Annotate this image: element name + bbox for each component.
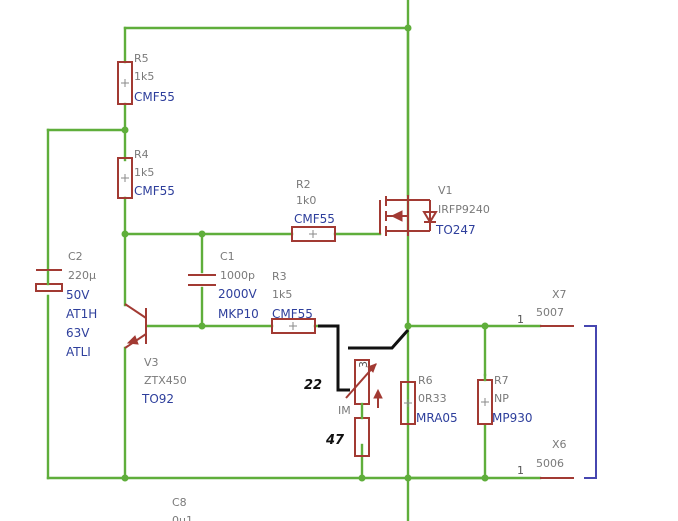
r4-name: R4 [134, 148, 149, 161]
resistor-r5-body [117, 61, 133, 105]
c2-voltage2: 63V [66, 326, 90, 340]
connector-x7[interactable]: 1 X7 5007 [517, 288, 574, 327]
c2-package2: ATLI [66, 345, 91, 359]
x7-pin-number: 1 [517, 313, 524, 326]
junction [481, 474, 489, 482]
mosfet-v1[interactable]: V1 IRFP9240 TO247 [379, 184, 490, 237]
junction [121, 230, 129, 238]
junctions [121, 24, 489, 482]
resistor-r6-body [400, 381, 416, 425]
annotation-upper: 22 [304, 378, 322, 393]
v1-name: V1 [438, 184, 453, 197]
capacitor-c1[interactable]: C1 1000p 2000V MKP10 [188, 250, 259, 321]
c8-name: C8 [172, 496, 187, 509]
c8-value: 0u1 [172, 514, 193, 521]
v1-package: TO247 [435, 223, 476, 237]
resistor-r2-body [291, 226, 336, 242]
x6-value: 5006 [536, 457, 564, 470]
v1-arrow-icon [390, 210, 403, 222]
connector-x6[interactable]: 1 X6 5006 [517, 438, 574, 479]
x7-name: X7 [552, 288, 567, 301]
trimmer-potentiometer[interactable]: 3 IM [338, 359, 383, 417]
junction [121, 126, 129, 134]
annotation-lower: 47 [325, 433, 345, 448]
r6-value: 0R33 [418, 392, 447, 405]
r3-name: R3 [272, 270, 287, 283]
resistor-r5[interactable]: R5 1k5 CMF55 [117, 52, 175, 105]
r5-package: CMF55 [134, 90, 175, 104]
r5-name: R5 [134, 52, 149, 65]
junction [481, 322, 489, 330]
junction [404, 322, 412, 330]
trimmer-label: IM [338, 404, 351, 417]
r2-name: R2 [296, 178, 311, 191]
r7-name: R7 [494, 374, 509, 387]
output-bracket [584, 325, 597, 479]
trimmer-arrow-icon [367, 363, 377, 373]
c1-name: C1 [220, 250, 235, 263]
resistor-r4-body [117, 157, 133, 199]
handdrawn-wire-left [318, 324, 350, 392]
junction [358, 474, 366, 482]
r3-package: CMF55 [272, 307, 313, 321]
r3-value: 1k5 [272, 288, 292, 301]
junction [121, 474, 129, 482]
v1-body-diode-icon [422, 211, 438, 224]
trimmer-pin: 3 [357, 361, 370, 368]
resistor-r6[interactable]: R6 0R33 MRA05 [400, 374, 458, 425]
c2-value: 220µ [68, 269, 96, 282]
resistor-r7[interactable]: R7 NP MP930 [477, 373, 533, 425]
junction [404, 24, 412, 32]
c1-voltage: 2000V [218, 287, 258, 301]
r7-package: MP930 [492, 411, 533, 425]
wires [46, 0, 542, 521]
c2-package1: AT1H [66, 307, 97, 321]
r4-value: 1k5 [134, 166, 154, 179]
capacitor-c8[interactable]: C8 0u1 [172, 496, 193, 521]
capacitor-c2[interactable]: C2 220µ 50V AT1H 63V ATLI [35, 250, 97, 359]
c2-voltage1: 50V [66, 288, 90, 302]
resistor-lower-trim[interactable] [354, 402, 370, 457]
v3-value: ZTX450 [144, 374, 187, 387]
r7-value: NP [494, 392, 509, 405]
c1-value: 1000p [220, 269, 255, 282]
r2-value: 1k0 [296, 194, 316, 207]
x7-value: 5007 [536, 306, 564, 319]
resistor-r4[interactable]: R4 1k5 CMF55 [117, 148, 175, 199]
junction [198, 322, 206, 330]
handdrawn-wires [318, 324, 410, 392]
trimmer-wiper-icon [373, 388, 383, 399]
r6-name: R6 [418, 374, 433, 387]
v1-value: IRFP9240 [438, 203, 490, 216]
resistor-r3[interactable]: R3 1k5 CMF55 [271, 270, 316, 334]
resistor-r3-body [271, 318, 316, 334]
junction [198, 230, 206, 238]
handdrawn-wire-top [348, 329, 410, 350]
x6-name: X6 [552, 438, 567, 451]
r2-package: CMF55 [294, 212, 335, 226]
r5-value: 1k5 [134, 70, 154, 83]
r4-package: CMF55 [134, 184, 175, 198]
v3-package: TO92 [141, 392, 174, 406]
c2-name: C2 [68, 250, 83, 263]
v3-collector [124, 303, 147, 319]
x6-pin-number: 1 [517, 464, 524, 477]
junction [404, 474, 412, 482]
resistor-r2[interactable]: R2 1k0 CMF55 [291, 178, 336, 242]
v3-emitter-arrow-icon [126, 335, 139, 345]
r6-package: MRA05 [416, 411, 458, 425]
v3-name: V3 [144, 356, 159, 369]
transistor-v3[interactable]: V3 ZTX450 TO92 [124, 303, 187, 406]
c1-package: MKP10 [218, 307, 259, 321]
